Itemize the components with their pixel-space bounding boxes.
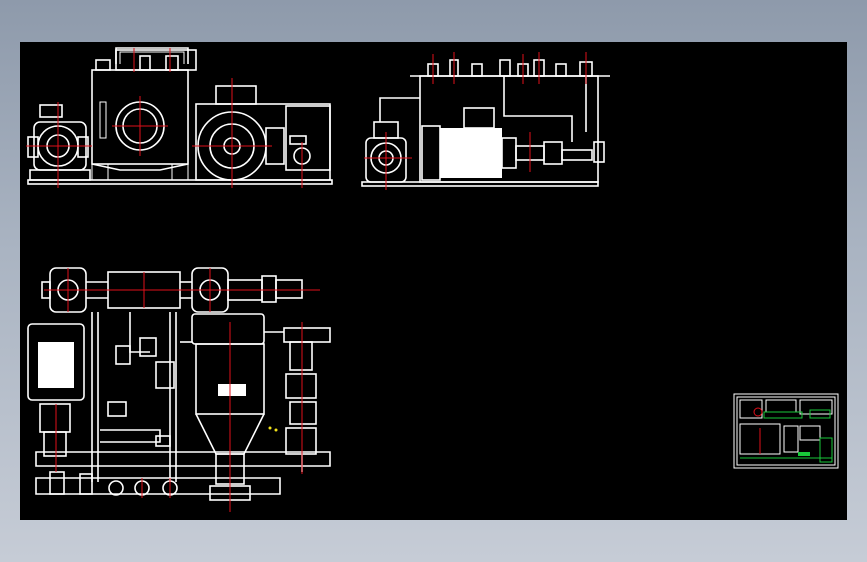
plan-view — [27, 267, 331, 512]
plan-piping — [35, 312, 331, 496]
side-pump — [365, 97, 420, 183]
cad-drawing-canvas[interactable] — [20, 42, 847, 520]
side-motor — [421, 107, 605, 181]
plan-centerlines — [44, 268, 320, 512]
centrifugal-pump-left — [27, 104, 91, 181]
valve-stack — [283, 327, 331, 472]
vertical-tank — [191, 313, 265, 501]
front-elevation-view — [26, 47, 333, 188]
pump-motor-unit — [195, 85, 331, 181]
front-centerlines — [26, 48, 303, 188]
side-centerlines — [364, 52, 587, 190]
motor-block — [27, 323, 85, 457]
sheet-thumbnail[interactable] — [733, 393, 839, 469]
tank-body — [91, 49, 197, 181]
side-elevation-view — [361, 52, 610, 190]
valve-row — [410, 59, 610, 77]
